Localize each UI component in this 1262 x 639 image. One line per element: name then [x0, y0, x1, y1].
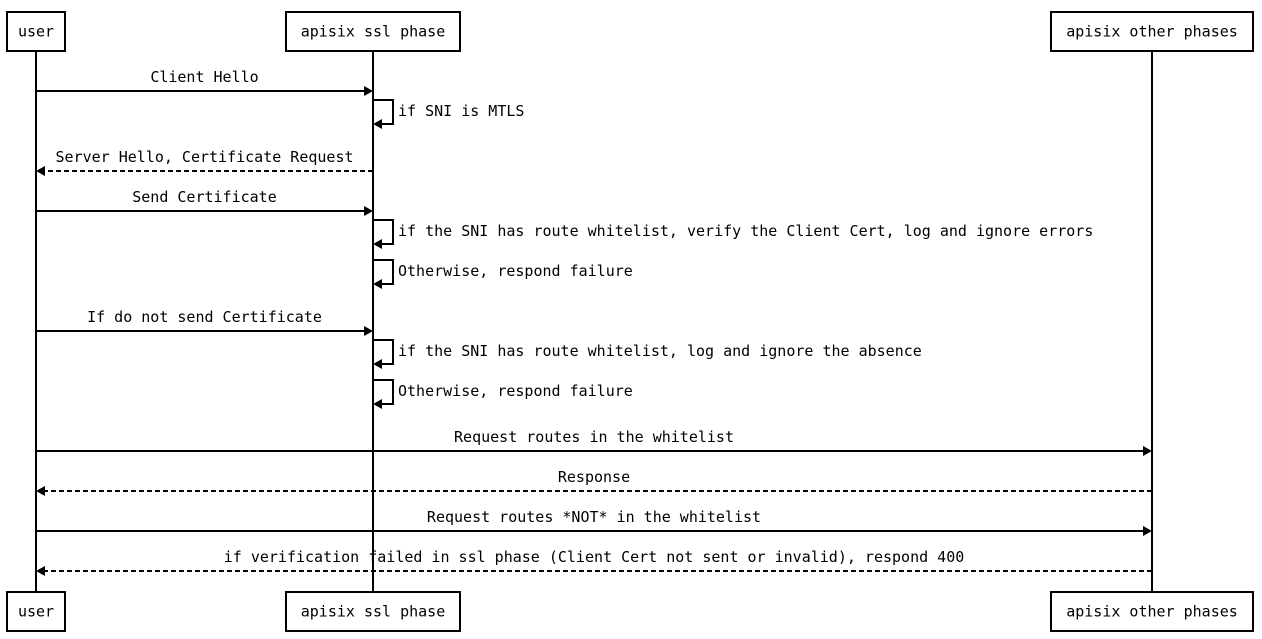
participant-label: user: [18, 23, 54, 41]
arrowhead: [1143, 446, 1152, 456]
arrowhead: [364, 326, 373, 336]
message-3: Server Hello, Certificate Request: [36, 148, 373, 176]
message-label: if the SNI has route whitelist, verify t…: [398, 222, 1093, 240]
participant-label: apisix other phases: [1066, 603, 1238, 621]
message-9: Otherwise, respond failure: [373, 379, 633, 409]
arrowhead: [36, 486, 45, 496]
arrowhead: [373, 399, 382, 409]
message-6: Otherwise, respond failure: [373, 259, 633, 289]
arrowhead: [373, 119, 382, 129]
message-label: Response: [558, 468, 630, 486]
message-label: if verification failed in ssl phase (Cli…: [224, 548, 965, 566]
lifelines: [35, 51, 1153, 592]
message-7: If do not send Certificate: [36, 308, 373, 336]
self-message-line: [373, 339, 394, 365]
message-1: Client Hello: [36, 68, 373, 96]
self-message-line: [373, 259, 394, 285]
participant-box: [6, 11, 66, 52]
arrowhead: [364, 86, 373, 96]
message-4: Send Certificate: [36, 188, 373, 216]
arrowhead: [36, 166, 45, 176]
participant-other-bottom: apisix other phases: [1050, 591, 1254, 632]
participant-label: apisix ssl phase: [301, 603, 446, 621]
message-label: Client Hello: [150, 68, 258, 86]
message-label: Request routes *NOT* in the whitelist: [427, 508, 761, 526]
participant-box: [1050, 11, 1254, 52]
message-5: if the SNI has route whitelist, verify t…: [373, 219, 1093, 249]
arrowhead: [36, 566, 45, 576]
message-11: Response: [36, 468, 1152, 496]
message-13: if verification failed in ssl phase (Cli…: [36, 548, 1152, 576]
participant-other-top: apisix other phases: [1050, 11, 1254, 52]
message-label: Otherwise, respond failure: [398, 262, 633, 280]
message-label: if the SNI has route whitelist, log and …: [398, 342, 922, 360]
participant-box: [6, 591, 66, 632]
message-label: Server Hello, Certificate Request: [55, 148, 353, 166]
participant-label: apisix ssl phase: [301, 23, 446, 41]
message-8: if the SNI has route whitelist, log and …: [373, 339, 922, 369]
message-label: if SNI is MTLS: [398, 102, 524, 120]
message-label: Otherwise, respond failure: [398, 382, 633, 400]
message-label: If do not send Certificate: [87, 308, 322, 326]
arrowhead: [1143, 526, 1152, 536]
arrowhead: [364, 206, 373, 216]
arrowhead: [373, 359, 382, 369]
messages: Client Hello if SNI is MTLS Server Hello, …: [36, 68, 1152, 576]
participant-ssl-top: apisix ssl phase: [285, 11, 461, 52]
participant-user-top: user: [6, 11, 66, 52]
message-12: Request routes *NOT* in the whitelist: [36, 508, 1152, 536]
self-message-line: [373, 379, 394, 405]
participant-user-bottom: user: [6, 591, 66, 632]
arrowhead: [373, 279, 382, 289]
message-2: if SNI is MTLS: [373, 99, 524, 129]
message-label: Request routes in the whitelist: [454, 428, 734, 446]
message-10: Request routes in the whitelist: [36, 428, 1152, 456]
message-label: Send Certificate: [132, 188, 277, 206]
participants: user user apisix ssl phase apisix ssl phase…: [6, 11, 1254, 632]
arrowhead: [373, 239, 382, 249]
self-message-line: [373, 219, 394, 245]
participant-box: [285, 591, 461, 632]
participant-ssl-bottom: apisix ssl phase: [285, 591, 461, 632]
self-message-line: [373, 99, 394, 125]
participant-label: user: [18, 603, 54, 621]
participant-box: [1050, 591, 1254, 632]
participant-label: apisix other phases: [1066, 23, 1238, 41]
participant-box: [285, 11, 461, 52]
